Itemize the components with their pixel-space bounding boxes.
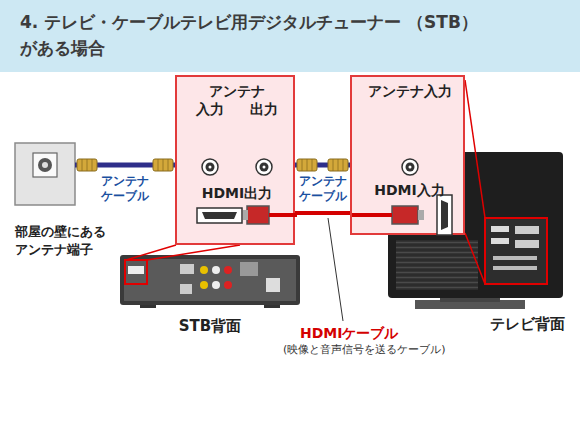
port-label: 出力 (250, 100, 278, 118)
cable-label: アンテナ ケーブル (298, 174, 348, 204)
tv-rear (491, 238, 509, 244)
callout-box: アンテナ入力 出力 HDMI出力 (175, 75, 295, 245)
port-drawing (402, 159, 418, 175)
cable-plug (333, 159, 334, 171)
stb-device: STB背面 (120, 255, 300, 305)
stb-rear (120, 245, 300, 308)
port-drawing (352, 213, 392, 217)
cable-line (295, 159, 350, 171)
tv-rear (485, 218, 547, 284)
port-drawing (352, 77, 463, 233)
port-drawing (392, 206, 418, 224)
cable-plug (312, 159, 313, 171)
wall-outlet: 部屋の壁にある アンテナ端子 (15, 143, 75, 205)
tv-rear (493, 256, 537, 260)
wall-outlet (15, 143, 75, 205)
cable-note: (映像と音声信号を送るケーブル) (283, 342, 446, 357)
tv-rear (493, 266, 537, 270)
port-label: 入力 (196, 100, 224, 118)
cable-plug (158, 159, 159, 171)
title-band: 4. テレビ・ケーブルテレビ用デジタルチューナー （STB）がある場合 (0, 0, 580, 72)
port-label: アンテナ (209, 82, 265, 100)
cable-plug (328, 159, 348, 171)
stb-rear (200, 281, 208, 289)
callout-box: アンテナ入力 HDMI入力 (350, 75, 465, 235)
cable-plug (77, 159, 97, 171)
wall-outlet (15, 143, 75, 205)
tv-rear (396, 240, 478, 290)
cable-plug (82, 159, 83, 171)
cable-plug (338, 159, 339, 171)
port-drawing (206, 163, 215, 172)
port-drawing (197, 208, 242, 223)
port-drawing (263, 166, 266, 169)
stb-rear (126, 245, 176, 260)
stb-rear (180, 284, 192, 294)
stb-rear (128, 266, 144, 274)
stb-rear (266, 278, 280, 292)
cable-plug (343, 159, 344, 171)
wall-outlet (38, 158, 52, 172)
cable-name: HDMIケーブル (300, 324, 398, 342)
stb-rear (224, 281, 232, 289)
port-drawing (260, 163, 269, 172)
tv-rear (485, 218, 547, 284)
cable-line (295, 211, 350, 215)
stb-rear (125, 260, 147, 284)
port-label: HDMI入力 (374, 181, 444, 199)
title: 4. テレビ・ケーブルテレビ用デジタルチューナー （STB）がある場合 (20, 9, 490, 61)
stb-rear (224, 266, 232, 274)
tv-rear (491, 226, 509, 232)
tv-rear (465, 80, 485, 218)
stb-rear (200, 266, 208, 274)
port-drawing (437, 195, 452, 235)
stb-rear (212, 266, 220, 274)
tv-rear (465, 233, 485, 284)
outlet-label: 部屋の壁にある アンテナ端子 (15, 223, 106, 259)
leader-line (328, 218, 343, 321)
cable-label: アンテナ ケーブル (100, 174, 150, 204)
port-drawing (243, 210, 248, 220)
port-label: HDMI出力 (202, 184, 272, 202)
port-drawing (409, 166, 412, 169)
tv-rear (515, 226, 539, 234)
port-drawing (247, 206, 269, 224)
stb-rear (147, 245, 240, 260)
port-drawing (202, 212, 237, 219)
cable-plug (307, 159, 308, 171)
cable-plug (297, 159, 317, 171)
stb-rear (264, 305, 280, 308)
cable-line (75, 159, 175, 171)
port-drawing (256, 159, 272, 175)
cable-plug (153, 159, 173, 171)
stb-rear (212, 281, 220, 289)
port-drawing (202, 159, 218, 175)
stb-rear (180, 264, 194, 274)
cable-plug (302, 159, 303, 171)
device-label: STB背面 (179, 317, 241, 335)
port-drawing (441, 200, 448, 230)
tv-rear (515, 240, 539, 248)
cable-plug (168, 159, 169, 171)
cable-plug (92, 159, 93, 171)
port-drawing (209, 166, 212, 169)
device-label: テレビ背面 (490, 315, 565, 333)
cable-line (295, 213, 350, 214)
wall-outlet (42, 162, 48, 168)
port-drawing (406, 163, 415, 172)
cable-plug (87, 159, 88, 171)
port-drawing (269, 213, 297, 217)
port-drawing (418, 210, 424, 220)
stb-rear (240, 262, 258, 276)
port-label: アンテナ入力 (368, 82, 452, 100)
stb-rear (140, 305, 156, 308)
cable-plug (163, 159, 164, 171)
stb-rear (120, 255, 300, 305)
wall-outlet (33, 153, 57, 177)
stb-rear (124, 259, 296, 301)
